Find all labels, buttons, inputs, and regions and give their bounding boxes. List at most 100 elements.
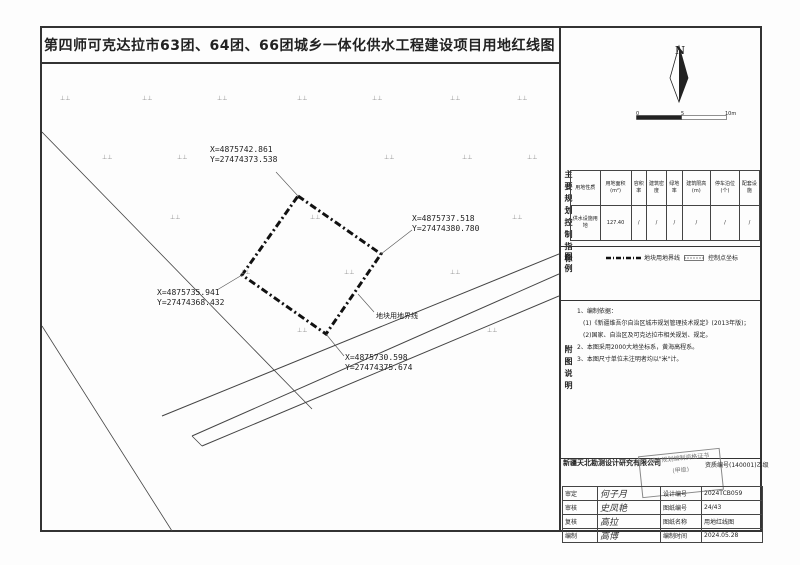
- farmland-symbol: ⊥⊥: [517, 95, 527, 102]
- road-end-cap: [191, 435, 203, 447]
- farmland-symbol: ⊥⊥: [344, 269, 354, 276]
- legend-item-boundary: 地块用地界线: [644, 255, 681, 262]
- farmland-symbols: ⊥⊥ ⊥⊥ ⊥⊥ ⊥⊥ ⊥⊥ ⊥⊥ ⊥⊥ ⊥⊥ ⊥⊥ ⊥⊥ ⊥⊥ ⊥⊥ ⊥⊥ ⊥…: [60, 95, 537, 334]
- farmland-symbol: ⊥⊥: [372, 95, 382, 102]
- table-cell: 127.40: [599, 205, 632, 241]
- panel-rule: [561, 458, 761, 459]
- coordinate-y: Y=27474380.780: [412, 224, 480, 233]
- company-name: 新疆天北勘测设计研究有限公司: [563, 459, 661, 467]
- table-header-cell: 建筑密度: [645, 170, 668, 206]
- table-cell: /: [681, 205, 712, 241]
- drawing-title: 第四师可克达拉市63团、64团、66团城乡一体化供水工程建设项目用地红线图: [44, 38, 555, 54]
- table-header-cell: 停车泊位(个): [710, 170, 740, 206]
- farmland-symbol: ⊥⊥: [487, 327, 497, 334]
- note-line: (2)国家、自治区及可克达拉市相关规划、规定。: [583, 332, 712, 339]
- signature-cell: 何子月: [597, 486, 661, 501]
- role-cell: 复核: [562, 514, 598, 529]
- map-area: ⊥⊥ ⊥⊥ ⊥⊥ ⊥⊥ ⊥⊥ ⊥⊥ ⊥⊥ ⊥⊥ ⊥⊥ ⊥⊥ ⊥⊥ ⊥⊥ ⊥⊥ ⊥…: [42, 64, 559, 531]
- farmland-symbol: ⊥⊥: [450, 269, 460, 276]
- leader-line-1: [275, 171, 299, 197]
- road-edge-south: [201, 295, 559, 447]
- coordinate-label-4: X=4875730.598 Y=27474375.674: [345, 353, 412, 373]
- signature-cell: 史凤艳: [597, 500, 661, 515]
- table-header-cell: 容积率: [630, 170, 647, 206]
- farmland-symbol: ⊥⊥: [102, 154, 112, 161]
- field-label-cell: 图纸编号: [660, 500, 702, 515]
- coordinate-label-1: X=4875742.861 Y=27474373.538: [210, 145, 277, 165]
- table-cell: /: [666, 205, 683, 241]
- farmland-symbol: ⊥⊥: [170, 214, 180, 221]
- table-row: 复核 高拉 图纸名称 用地红线图: [562, 514, 763, 529]
- indicator-table: 用地性质 用地面积(m²) 容积率 建筑密度 绿地率 建筑限高(m) 停车泊位(…: [570, 170, 761, 242]
- role-cell: 编制: [562, 528, 598, 543]
- coordinate-label-2: X=4875737.518 Y=27474380.780: [412, 214, 479, 234]
- role-cell: 审定: [562, 486, 598, 501]
- coordinate-x: X=4875742.861: [210, 145, 273, 154]
- farmland-symbol: ⊥⊥: [60, 95, 70, 102]
- leader-line-2: [380, 229, 413, 255]
- panel-rule: [561, 246, 761, 247]
- road-edge-middle: [191, 273, 559, 437]
- leader-line-4: [325, 333, 345, 357]
- boundary-label-leader: [357, 293, 375, 313]
- farmland-symbol: ⊥⊥: [527, 154, 537, 161]
- table-cell: /: [630, 205, 647, 241]
- signature-cell: 高博: [597, 528, 661, 543]
- boundary-line-symbol-icon: [606, 256, 642, 260]
- legend-side-label: 图例: [564, 252, 573, 276]
- note-line: 1、编制依据：: [577, 308, 617, 315]
- farmland-symbol: ⊥⊥: [217, 95, 227, 102]
- note-line: 2、本图采用2000大地坐标系，黄海高程系。: [577, 344, 699, 351]
- table-header-cell: 配套设施: [738, 170, 761, 206]
- farmland-symbol: ⊥⊥: [240, 269, 250, 276]
- coordinate-x: X=4875737.518: [412, 214, 475, 223]
- farmland-symbol: ⊥⊥: [177, 154, 187, 161]
- table-header-cell: 用地性质: [570, 170, 601, 206]
- farmland-symbol: ⊥⊥: [384, 154, 394, 161]
- table-cell: /: [738, 205, 761, 241]
- field-value-cell: 用地红线图: [701, 514, 763, 529]
- drawing-frame: [40, 26, 762, 532]
- north-label: N: [675, 44, 686, 57]
- table-row: 编制 高博 编制时间 2024.05.28: [562, 528, 763, 543]
- coordinate-y: Y=27474373.538: [210, 155, 278, 164]
- note-line: (1)《新疆维吾尔自治区城市规划管理技术规定》(2013年版)；: [583, 320, 750, 327]
- table-header-cell: 绿地率: [666, 170, 683, 206]
- signature-table: 审定 何子月 设计编号 2024TCB059 审核 史凤艳 图纸编号 24/43…: [562, 486, 763, 543]
- field-value-cell: 2024TCB059: [701, 486, 763, 501]
- road-edge-west: [42, 131, 313, 410]
- field-label-cell: 编制时间: [660, 528, 702, 543]
- scale-bar: [636, 115, 727, 120]
- title-rule: [40, 62, 560, 64]
- map-canvas: ⊥⊥ ⊥⊥ ⊥⊥ ⊥⊥ ⊥⊥ ⊥⊥ ⊥⊥ ⊥⊥ ⊥⊥ ⊥⊥ ⊥⊥ ⊥⊥ ⊥⊥ ⊥…: [42, 95, 559, 531]
- table-row: 审定 何子月 设计编号 2024TCB059: [562, 486, 763, 501]
- notes-side-label: 附图说明: [564, 345, 573, 393]
- panel-divider: [559, 26, 561, 532]
- table-cell: /: [645, 205, 668, 241]
- farmland-symbol: ⊥⊥: [297, 95, 307, 102]
- farmland-symbol: ⊥⊥: [462, 154, 472, 161]
- table-header-cell: 用地面积(m²): [599, 170, 632, 206]
- signature-cell: 高拉: [597, 514, 661, 529]
- table-cell: /: [710, 205, 740, 241]
- boundary-line-label: 地块用地界线: [376, 312, 418, 320]
- field-value-cell: 24/43: [701, 500, 763, 515]
- notes: 1、编制依据： (1)《新疆维吾尔自治区城市规划管理技术规定》(2013年版)；…: [577, 306, 757, 366]
- road-edge-north: [161, 253, 559, 417]
- indicators-side-label: 主要规划控制指标: [564, 170, 573, 266]
- role-cell: 审核: [562, 500, 598, 515]
- legend-item-control-point: 控制点坐标: [708, 255, 739, 262]
- table-row: 审核 史凤艳 图纸编号 24/43: [562, 500, 763, 515]
- coordinate-y: Y=27474368.432: [157, 298, 225, 307]
- qualification-number: 资质编号(140001)乙级: [705, 462, 769, 469]
- control-point-symbol-icon: [684, 255, 704, 261]
- farmland-symbol: ⊥⊥: [142, 95, 152, 102]
- scale-tick: 10m: [725, 111, 737, 117]
- coordinate-y: Y=27474375.674: [345, 363, 413, 372]
- farmland-symbol: ⊥⊥: [310, 214, 320, 221]
- road-edge-southwest: [42, 325, 173, 531]
- farmland-symbol: ⊥⊥: [450, 95, 460, 102]
- table-row: 供水设施用地 127.40 / / / / / /: [570, 205, 761, 241]
- coordinate-x: X=4875730.598: [345, 353, 408, 362]
